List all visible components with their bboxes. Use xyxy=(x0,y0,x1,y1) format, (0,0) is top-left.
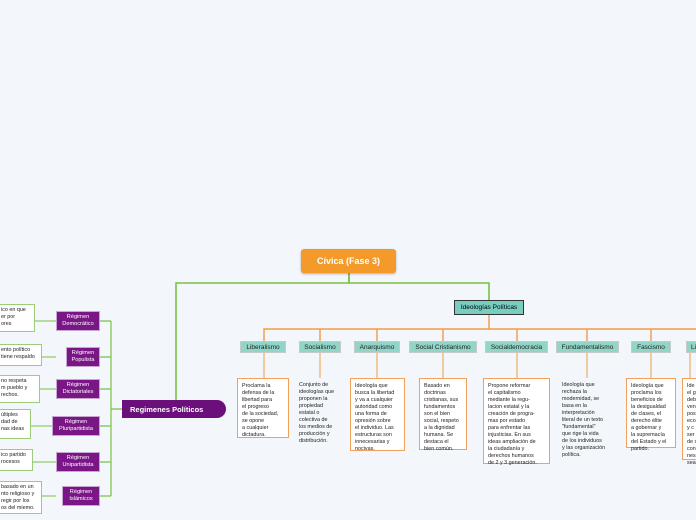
ideology-category[interactable]: Li xyxy=(686,341,696,353)
ideology-category[interactable]: Anarquismo xyxy=(354,341,400,353)
regime-node[interactable]: Régimen Populista xyxy=(66,347,100,367)
regime-description: ico en que er por ores xyxy=(0,304,35,332)
ideology-category[interactable]: Fundamentalismo xyxy=(556,341,619,353)
regime-description: basado en un nto religioso y regir por l… xyxy=(0,481,42,514)
ideology-description: Conjunto de ideologías que proponen la p… xyxy=(299,382,335,444)
regime-node[interactable]: Régimen Dictatoriales xyxy=(56,379,100,399)
connector-category-desc xyxy=(263,353,691,378)
ideology-description: Ide el g deb ven pos eco y c ser de s co… xyxy=(682,378,696,466)
ideology-description: Propone reformar el capitalismo mediante… xyxy=(483,378,550,466)
connector-root-ideologias xyxy=(348,273,490,300)
ideology-description: Ideología que rechaza la modernidad, se … xyxy=(562,382,606,458)
regime-description: no respeta m pueblo y rechos. xyxy=(0,375,40,403)
regime-node[interactable]: Régimen Unipartidista xyxy=(56,452,100,472)
regime-description: últiples dad de nas ideas xyxy=(0,409,31,439)
ideology-category[interactable]: Social Cristianismo xyxy=(409,341,477,353)
regimenes-node[interactable]: Regimenes Políticos xyxy=(122,400,226,418)
ideology-category[interactable]: Liberalismo xyxy=(240,341,286,353)
ideology-description: Ideología que proclama los beneficios de… xyxy=(626,378,676,452)
ideology-category[interactable]: Socialismo xyxy=(299,341,341,353)
regime-node[interactable]: Régimen Democrático xyxy=(56,311,100,331)
regime-description: ento político tiene respaldo xyxy=(0,344,42,366)
ideology-description: Basado en doctrinas cristianas, sus fund… xyxy=(419,378,467,452)
regime-node[interactable]: Régimen Pluripartidista xyxy=(52,416,100,436)
regime-node[interactable]: Régimen Islámicos xyxy=(62,486,100,506)
regime-description: ico partido rocesos xyxy=(0,449,33,471)
connector-regimenes-items xyxy=(100,320,122,497)
ideology-category[interactable]: Socialdemocracia xyxy=(485,341,548,353)
connector-ideologias-categories xyxy=(263,315,696,341)
root-node[interactable]: Cívica (Fase 3) xyxy=(301,249,396,273)
ideology-description: Proclama la defensa de la libertad para … xyxy=(237,378,289,438)
ideologias-node[interactable]: Ideologías Políticas xyxy=(454,300,524,315)
ideology-category[interactable]: Fascismo xyxy=(631,341,671,353)
connector-regime-desc xyxy=(31,320,56,497)
ideology-description: Ideología que busca la libertad y va a c… xyxy=(350,378,405,452)
